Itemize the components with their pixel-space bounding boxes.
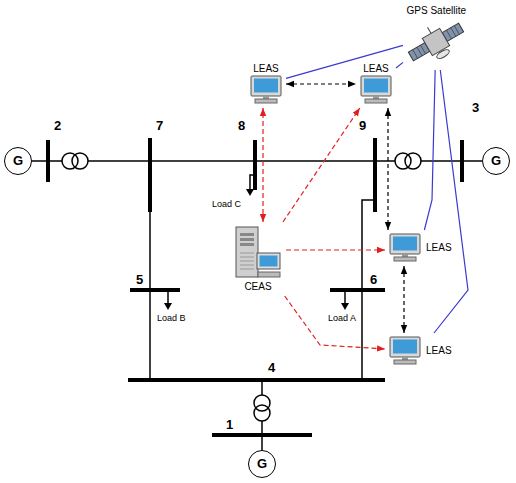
bus-number: 6 <box>370 272 377 287</box>
link-line <box>434 70 468 333</box>
generator-circle: G <box>482 147 510 175</box>
generator-circle: G <box>248 450 276 478</box>
bus-number: 3 <box>472 100 479 115</box>
load-label: Load C <box>212 199 241 209</box>
load-label: Load A <box>328 313 356 323</box>
satellite-icon <box>406 17 466 67</box>
bus-number: 1 <box>226 417 233 432</box>
computer-icon <box>388 233 422 263</box>
bus-number: 5 <box>136 272 143 287</box>
agent-label: LEAS <box>426 242 452 254</box>
link-line <box>286 83 356 84</box>
local-agent: LEAS <box>385 333 455 369</box>
link-line <box>424 70 435 230</box>
link-line <box>387 108 388 230</box>
generator-label: G <box>491 155 501 167</box>
generator-circle: G <box>4 147 32 175</box>
link-line <box>396 62 403 68</box>
link-line <box>262 108 263 222</box>
bus-number: 7 <box>156 118 163 133</box>
bus-number: 2 <box>54 118 61 133</box>
local-agent: LEAS <box>246 60 286 108</box>
link-line <box>283 108 360 222</box>
computer-icon <box>359 75 393 105</box>
agent-label: LEAS <box>253 63 279 75</box>
gps-satellite: GPS Satellite <box>403 2 469 70</box>
bus-number: 4 <box>268 360 275 375</box>
agent-label: CEAS <box>244 281 271 293</box>
network-lines <box>32 153 482 450</box>
central-agent: CEAS <box>230 222 286 296</box>
generator-label: G <box>13 155 23 167</box>
link-line <box>403 266 404 333</box>
agent-label: LEAS <box>426 345 452 357</box>
computer-icon <box>249 75 283 105</box>
link-line <box>285 296 385 349</box>
local-agent: LEAS <box>385 230 455 266</box>
agent-label: GPS Satellite <box>407 5 466 17</box>
agent-label: LEAS <box>363 63 389 75</box>
bus-number: 9 <box>359 118 366 133</box>
computer-icon <box>388 336 422 366</box>
local-agent: LEAS <box>356 60 396 108</box>
bus-number: 8 <box>238 118 245 133</box>
generator-label: G <box>257 458 267 470</box>
link-line <box>286 249 385 250</box>
bus-bars <box>46 138 464 437</box>
server-icon <box>233 225 283 281</box>
link-line <box>286 45 403 78</box>
load-label: Load B <box>157 313 186 323</box>
